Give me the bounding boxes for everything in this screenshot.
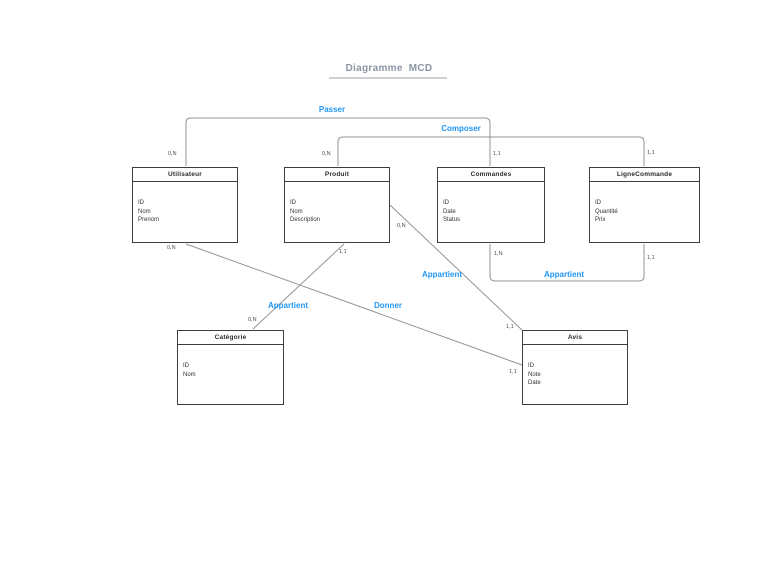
relation-line-passer [185,117,491,166]
entity-field: Prenom [138,217,160,223]
entity-field: Prix [595,217,606,223]
entity-lignecommande-title: LigneCommande [590,168,699,182]
entity-field: ID [290,200,296,206]
relation-label-passer: Passer [318,105,346,114]
entity-commandes: Commandes ID Date Status [437,167,545,243]
title-underline [329,77,447,79]
entity-field: ID [595,200,601,206]
entity-categorie-fields: ID Nom [178,345,283,379]
entity-produit-title: Produit [285,168,389,182]
cardinality-appartient-produit: 0,N [397,223,406,229]
relation-line-appartient-produit-avis [389,204,523,331]
entity-field: ID [183,363,189,369]
cardinality-composer-lignecommande: 1,1 [647,150,655,156]
entity-categorie-title: Catégorie [178,331,283,345]
relation-line-appartient-commandes-lignecommande [489,244,645,282]
entity-avis: Avis ID Note Date [522,330,628,405]
page-title: Diagramme MCD [345,63,433,74]
entity-categorie: Catégorie ID Nom [177,330,284,405]
entity-field: Date [528,380,541,386]
entity-utilisateur: Utilisateur ID Nom Prenom [132,167,238,243]
relation-line-composer [337,136,645,166]
entity-avis-fields: ID Note Date [523,345,627,388]
relation-line-donner [185,243,523,366]
entity-avis-title: Avis [523,331,627,345]
cardinality-passer-utilisateur: 0,N [168,151,177,157]
entity-lignecommande-fields: ID Quantité Prix [590,182,699,225]
entity-field: Nom [138,208,151,215]
relation-label-appartient-produit-categorie: Appartient [268,301,308,310]
entity-field: Date [443,208,456,215]
entity-utilisateur-title: Utilisateur [133,168,237,182]
relation-label-appartient-commandes-lignecommande: Appartient [544,270,584,279]
cardinality-donner-avis: 1,1 [509,369,517,375]
relation-label-donner: Donner [374,301,402,310]
relation-line-appartient-produit-categorie [252,243,345,330]
relation-label-appartient-produit-avis: Appartient [422,270,462,279]
entity-produit: Produit ID Nom Description [284,167,390,243]
cardinality-appartient-categorie: 0,N [248,317,257,323]
entity-field: Note [528,371,541,378]
entity-field: Description [290,217,321,223]
entity-field: Nom [183,371,196,378]
entity-lignecommande: LigneCommande ID Quantité Prix [589,167,700,243]
entity-field: ID [443,200,449,206]
entity-field: ID [528,363,534,369]
cardinality-composer-produit: 0,N [322,151,331,157]
entity-utilisateur-fields: ID Nom Prenom [133,182,237,225]
cardinality-donner-utilisateur: 0,N [167,245,176,251]
entity-produit-fields: ID Nom Description [285,182,389,225]
cardinality-appartient-lignecommande: 1,1 [647,255,655,261]
entity-field: Nom [290,208,303,215]
entity-field: Status [443,217,461,223]
entity-field: ID [138,200,144,206]
cardinality-appartient-avis: 1,1 [506,324,514,330]
entity-commandes-fields: ID Date Status [438,182,544,225]
cardinality-appartient-commandes: 1,N [494,251,503,257]
entity-field: Quantité [595,208,618,215]
cardinality-appartient-produit-bottom: 1,1 [339,249,347,255]
cardinality-passer-commandes: 1,1 [493,151,501,157]
relation-label-composer: Composer [441,124,481,133]
entity-commandes-title: Commandes [438,168,544,182]
